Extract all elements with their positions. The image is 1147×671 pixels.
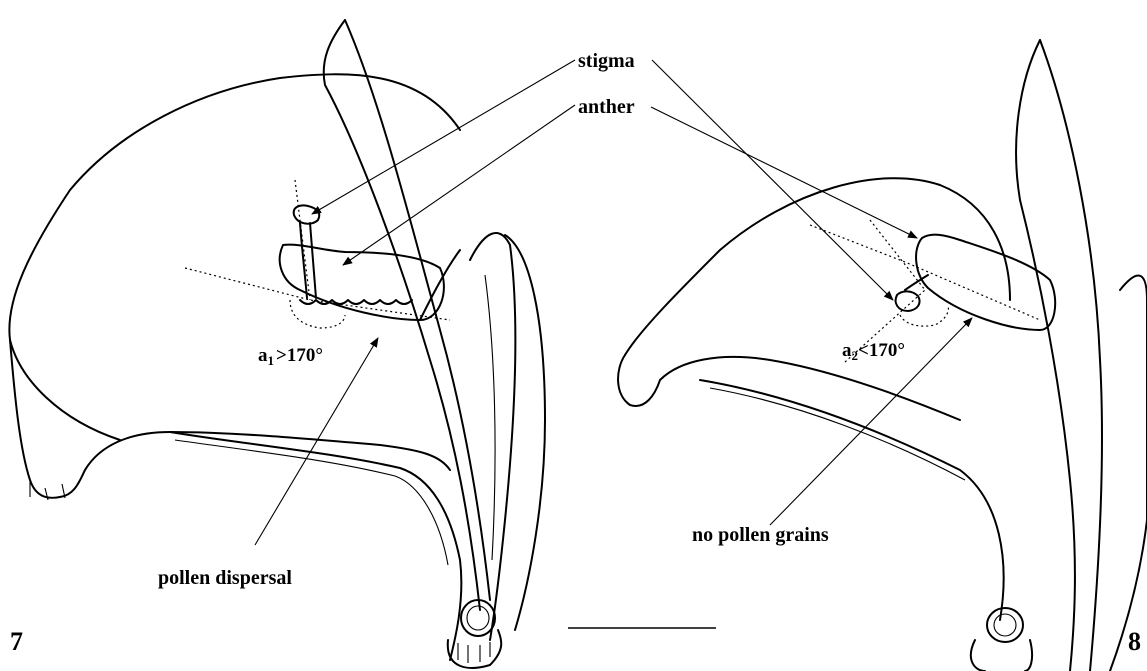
ovary-right	[987, 608, 1023, 642]
figure-number-right: 8	[1128, 627, 1141, 656]
label-no-pollen-grains: no pollen grains	[692, 524, 829, 546]
sepal-right-2	[1110, 276, 1147, 671]
upper-lip-left	[9, 74, 460, 440]
label-angle-right: a2<170°	[842, 340, 905, 363]
angle-right-symbol: a	[842, 340, 852, 361]
leader-stigma-right	[652, 60, 893, 300]
figure-number-left: 7	[10, 627, 23, 656]
label-anther: anther	[578, 96, 635, 118]
angle-right-relation: <170°	[858, 340, 905, 361]
angle-left-symbol: a	[258, 345, 268, 366]
ovary-left	[461, 600, 495, 636]
lower-lip-right	[618, 355, 960, 420]
corolla-tube-right	[700, 380, 1004, 620]
corolla-tube-left	[170, 432, 461, 660]
leader-pollen-dispersal	[255, 338, 378, 545]
label-pollen-dispersal: pollen dispersal	[158, 567, 292, 589]
label-stigma: stigma	[578, 50, 635, 72]
angle-left-relation: >170°	[276, 345, 323, 366]
label-angle-left: a1>170°	[258, 345, 323, 368]
leader-stigma-left	[312, 60, 575, 214]
leader-anther-right	[651, 107, 917, 238]
stigma-right	[896, 291, 920, 311]
stigma-left	[294, 205, 320, 223]
sepal-right-1	[1016, 40, 1075, 671]
style-left	[300, 223, 316, 298]
upper-lip-right	[625, 178, 1010, 355]
angle-left-subscript: 1	[268, 353, 275, 368]
sepal-left-1	[324, 20, 480, 610]
anther-right	[916, 235, 1055, 330]
